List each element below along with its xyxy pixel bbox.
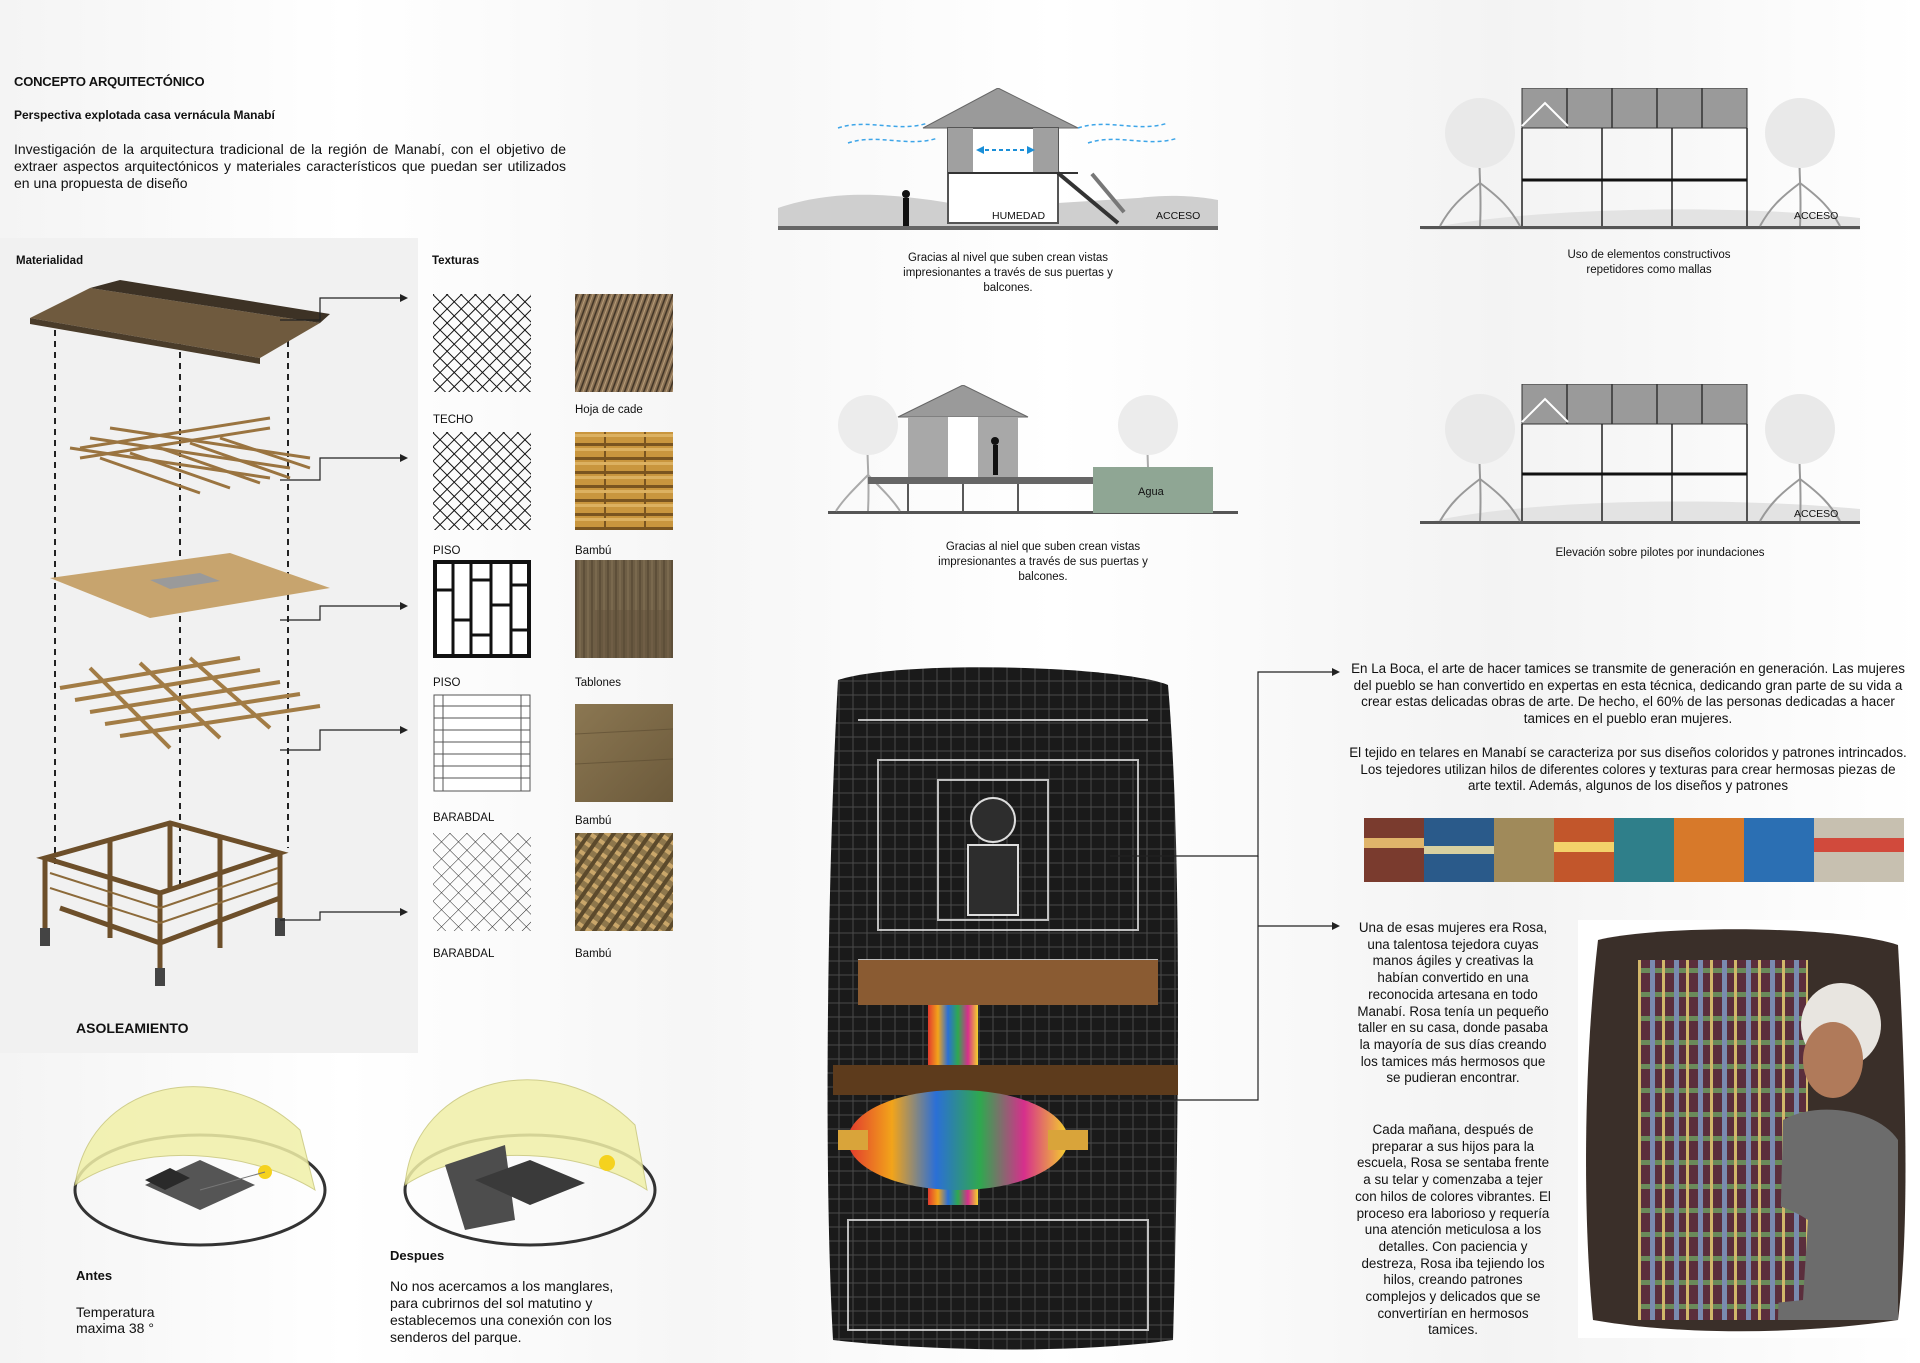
texture-techo-pattern bbox=[433, 294, 531, 392]
texture-label-bambu-2: Bambú bbox=[575, 815, 612, 827]
texture-photo-hoja-de-cade bbox=[575, 294, 673, 392]
antes-title: Antes bbox=[76, 1268, 113, 1283]
texture-label-bambu-1: Bambú bbox=[575, 545, 612, 557]
rosa-weaver-photo bbox=[1578, 920, 1912, 1338]
texture-label-hoja-de-cade: Hoja de cade bbox=[575, 404, 643, 416]
texture-barabdal-pattern-1 bbox=[433, 694, 531, 792]
story-leader-arrows bbox=[1110, 668, 1340, 1101]
materialidad-title: Materialidad bbox=[16, 255, 84, 267]
texture-piso-pattern-2 bbox=[433, 560, 531, 658]
texture-label-piso-1: PISO bbox=[433, 545, 461, 557]
page-subtitle: Perspectiva explotada casa vernácula Man… bbox=[14, 108, 275, 122]
diagram3-agua-label: Agua bbox=[1138, 486, 1164, 498]
intro-text: Investigación de la arquitectura tradici… bbox=[14, 141, 566, 191]
texture-photo-bambu-2 bbox=[575, 704, 673, 802]
diagram2-acceso-label: ACCESO bbox=[1794, 210, 1839, 222]
section-diagram-agua bbox=[828, 385, 1238, 514]
materialidad-panel bbox=[0, 238, 418, 1053]
section-diagram-mallas bbox=[1420, 88, 1860, 230]
material-leader-arrows bbox=[280, 294, 408, 921]
texture-photo-tablones bbox=[575, 560, 673, 658]
diagram1-acceso-label: ACCESO bbox=[1156, 210, 1201, 222]
despues-title: Despues bbox=[390, 1248, 445, 1263]
texture-piso-pattern-1 bbox=[433, 432, 531, 530]
texture-photo-bambu-1 bbox=[575, 432, 673, 530]
story-paragraph-1: En La Boca, el arte de hacer tamices se … bbox=[1351, 661, 1905, 727]
section-diagram-pilotes bbox=[1420, 384, 1860, 524]
despues-text: No nos acercamos a los manglares, para c… bbox=[390, 1278, 614, 1345]
texture-label-piso-2: PISO bbox=[433, 677, 461, 689]
diagram4-acceso-label: ACCESO bbox=[1794, 508, 1839, 520]
section-diagram-humedad bbox=[778, 88, 1218, 230]
textile-strip-photo bbox=[1364, 818, 1904, 882]
sun-path-diagram-despues bbox=[403, 1079, 657, 1247]
diagram1-humedad-label: HUMEDAD bbox=[992, 210, 1046, 222]
texture-photo-bambu-3 bbox=[575, 833, 673, 931]
loom-weaver-photo bbox=[827, 667, 1178, 1350]
asoleamiento-title: ASOLEAMIENTO bbox=[76, 1020, 189, 1036]
diagram3-caption: Gracias al niel que suben crean vistas i… bbox=[938, 541, 1148, 583]
texturas-title: Texturas bbox=[432, 255, 480, 267]
sun-path-diagram-antes bbox=[73, 1086, 327, 1247]
exploded-axonometric bbox=[30, 280, 330, 986]
texture-label-techo: TECHO bbox=[433, 414, 474, 426]
story-paragraph-4: Cada mañana, después de preparar a sus h… bbox=[1355, 1122, 1551, 1338]
diagram2-caption: Uso de elementos constructivos repetidor… bbox=[1567, 249, 1731, 276]
diagram4-caption: Elevación sobre pilotes por inundaciones bbox=[1555, 547, 1765, 559]
texture-label-barabdal-2: BARABDAL bbox=[433, 948, 495, 960]
texture-barabdal-pattern-2 bbox=[433, 833, 531, 931]
story-paragraph-2: El tejido en telares en Manabí se caract… bbox=[1349, 745, 1907, 794]
diagram1-caption: Gracias al nivel que suben crean vistas … bbox=[903, 252, 1113, 294]
antes-text: Temperatura maxima 38 ° bbox=[76, 1304, 155, 1336]
texture-label-barabdal-1: BARABDAL bbox=[433, 812, 495, 824]
texture-label-bambu-3: Bambú bbox=[575, 948, 612, 960]
texture-label-tablones: Tablones bbox=[575, 677, 622, 689]
page-title: CONCEPTO ARQUITECTÓNICO bbox=[14, 74, 205, 89]
story-paragraph-3: Una de esas mujeres era Rosa, una talent… bbox=[1357, 920, 1549, 1086]
